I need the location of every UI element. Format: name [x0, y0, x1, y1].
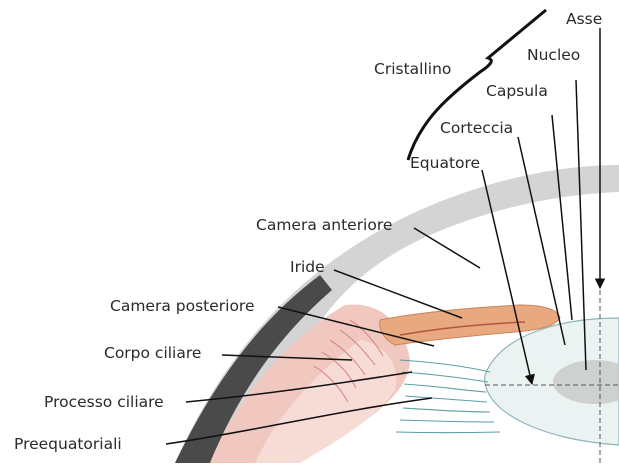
- zonular-fibers: [396, 360, 500, 433]
- label-camera-posteriore: Camera posteriore: [110, 299, 255, 315]
- label-asse: Asse: [566, 12, 602, 28]
- label-preequatoriali: Preequatoriali: [14, 437, 122, 453]
- camera-anteriore-leader: [414, 228, 480, 268]
- label-processo-ciliare: Processo ciliare: [44, 395, 164, 411]
- label-cristallino: Cristallino: [374, 62, 451, 78]
- label-equatore: Equatore: [410, 156, 480, 172]
- label-nucleo: Nucleo: [527, 48, 580, 64]
- capsula-leader: [552, 115, 572, 320]
- label-capsula: Capsula: [486, 84, 548, 100]
- label-camera-anteriore: Camera anteriore: [256, 218, 392, 234]
- label-corpo-ciliare: Corpo ciliare: [104, 346, 201, 362]
- label-iride: Iride: [290, 260, 325, 276]
- label-corteccia: Corteccia: [440, 121, 513, 137]
